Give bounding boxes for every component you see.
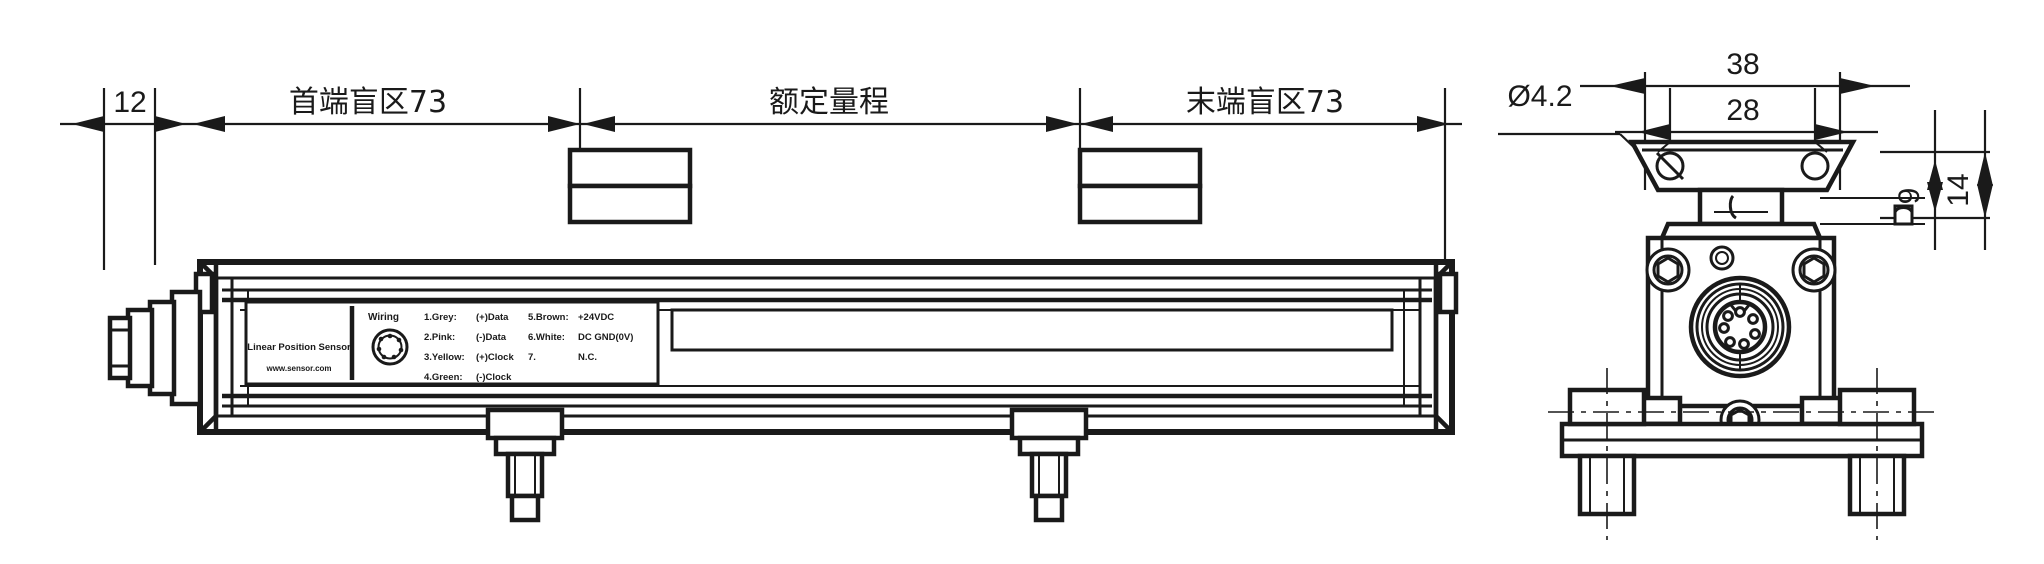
mounting-clamp-right	[1009, 407, 1089, 523]
end-view-connector	[1688, 275, 1792, 379]
end-view-neck	[1697, 187, 1785, 227]
wiring-heading-text: Wiring	[368, 312, 399, 323]
dim-label-38: 38	[1726, 48, 1759, 81]
arrow-28-right	[1815, 124, 1848, 140]
small-screw	[1709, 245, 1735, 271]
arrow-14-bottom	[1977, 184, 1993, 218]
left-connector-boss	[107, 289, 203, 407]
arrow-rated-right	[1046, 116, 1078, 132]
nameplate-border	[244, 300, 660, 386]
mounting-clamp-left	[485, 407, 565, 523]
dim-label-9: 9	[1893, 188, 1926, 205]
arrow-rated-left	[583, 116, 615, 132]
arrow-tail-dead-right	[1417, 116, 1449, 132]
end-view-side-detail	[1820, 197, 1925, 226]
pin-7-signal: N.C.	[578, 352, 597, 363]
dim-label-diameter-4-2: Ø4.2	[1507, 80, 1572, 113]
arrow-head-dead-right	[548, 116, 580, 132]
dim-label-head-dead-zone: 首端盲区73	[289, 85, 447, 120]
sensor-nameplate: Linear Position Sensor www.sensor.com Wi…	[244, 300, 660, 386]
pin-4-signal: (-)Clock	[476, 372, 512, 383]
arrow-head-dead-left	[193, 116, 225, 132]
pin-3-number: 3.Yellow:	[424, 352, 465, 363]
arrow-28-left	[1638, 124, 1670, 140]
top-dimension-chain: 12 首端盲区73 额定量程 末端盲区73	[60, 85, 1462, 270]
arrow-12-right	[155, 116, 186, 132]
pin-6-signal: DC GND(0V)	[578, 332, 633, 343]
dim-label-14: 14	[1942, 173, 1975, 206]
arrow-14-top	[1977, 152, 1993, 186]
dim-label-tail-dead-zone: 末端盲区73	[1186, 85, 1344, 120]
pin-3-signal: (+)Clock	[476, 352, 514, 363]
end-view-dimensions: 38 28 Ø4.2 9 14	[1498, 48, 1993, 250]
magnet-slider-blocks	[567, 147, 1203, 225]
dim-label-28: 28	[1726, 94, 1759, 127]
dim-label-rated-range: 额定量程	[769, 85, 889, 120]
pin-2-signal: (-)Data	[476, 332, 507, 343]
neck-detail-curve	[1728, 194, 1737, 220]
nameplate-brand-text: Linear Position Sensor	[247, 342, 351, 353]
hex-bolt-right	[1791, 247, 1837, 293]
sensor-inner-channel	[670, 308, 1394, 352]
pin-5-signal: +24VDC	[578, 312, 614, 323]
dim-label-12: 12	[113, 86, 146, 119]
pin-4-number: 4.Green:	[424, 372, 463, 383]
pin-1-signal: (+)Data	[476, 312, 509, 323]
nameplate-url-text: www.sensor.com	[265, 364, 331, 373]
arrow-tail-dead-left	[1081, 116, 1113, 132]
end-view-mounting-bracket	[1628, 139, 1857, 193]
pin-2-number: 2.Pink:	[424, 332, 455, 343]
end-view-mounting-rail	[1548, 368, 1936, 540]
pin-7-number: 7.	[528, 352, 536, 363]
arrow-38-left	[1610, 78, 1645, 94]
arrow-38-right	[1840, 78, 1875, 94]
pin-1-number: 1.Grey:	[424, 312, 457, 323]
diameter-callout-leader: Ø4.2	[1498, 80, 1661, 173]
pin-5-number: 5.Brown:	[528, 312, 569, 323]
hex-bolt-left	[1645, 247, 1691, 293]
arrow-9-bottom	[1927, 182, 1943, 212]
end-view-housing	[1645, 221, 1837, 441]
pin-6-number: 6.White:	[528, 332, 565, 343]
connector-pinout-icon	[371, 328, 409, 366]
arrow-12-left	[72, 116, 104, 132]
